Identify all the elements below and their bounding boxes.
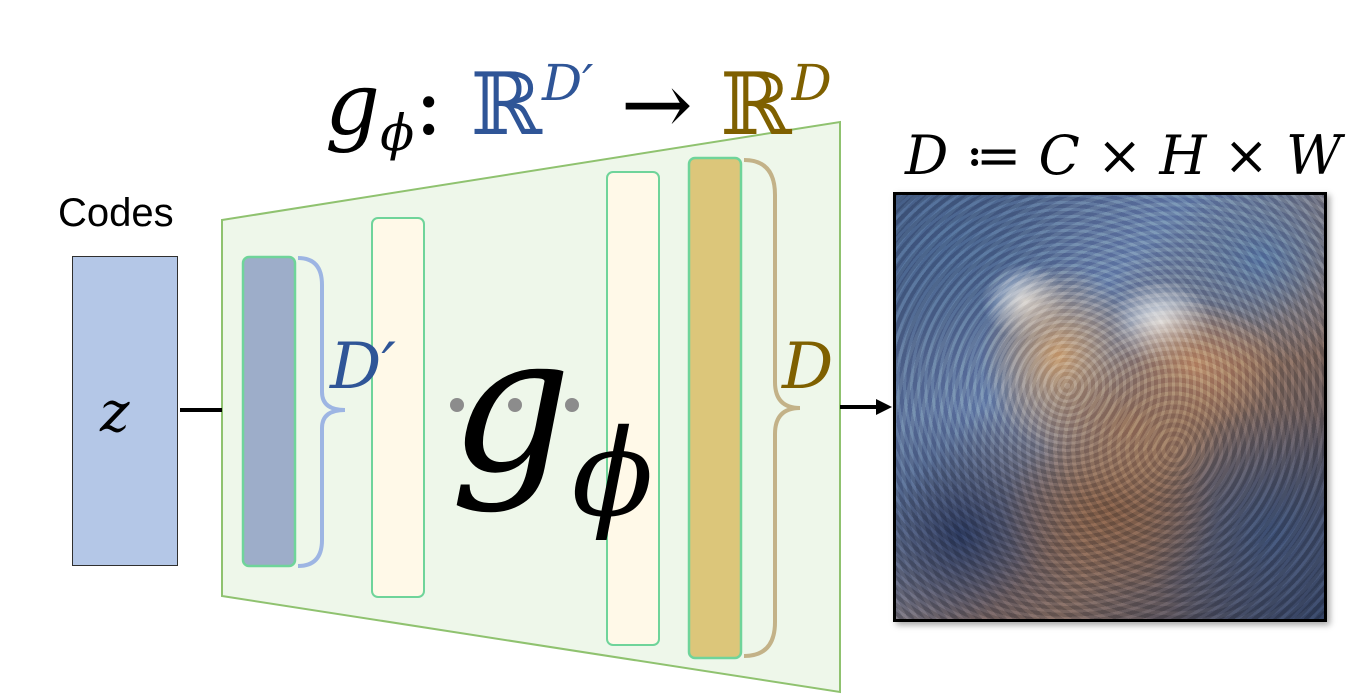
formula-codomain-exponent: D [791, 54, 832, 112]
formula-function: g [325, 55, 381, 155]
formula-function-subscript: ϕ [380, 104, 415, 162]
output-arrow-head [876, 399, 892, 415]
dim-channels: C [1038, 124, 1080, 187]
generated-image [893, 192, 1327, 622]
generated-image-texture [896, 195, 1324, 619]
generator-symbol-main: g [450, 294, 572, 515]
dimension-definition: D ≔ C × H × W [905, 120, 1342, 192]
dim-times-1: × [1096, 124, 1143, 187]
generator-symbol-subscript: ϕ [571, 405, 654, 544]
formula-domain-exponent: D′ [541, 54, 594, 112]
hidden-layer-1 [371, 217, 425, 598]
input-layer [241, 255, 297, 568]
code-box [72, 256, 178, 566]
formula-codomain-set: ℝ [720, 55, 792, 155]
formula-arrow: → [620, 55, 693, 155]
code-variable: z [100, 380, 130, 445]
dim-height: H [1159, 124, 1207, 187]
dim-define-op: ≔ [965, 124, 1022, 187]
output-layer [687, 156, 743, 660]
mapping-formula: gϕ: ℝD′ → ℝD [325, 28, 832, 162]
codes-label: Codes [58, 191, 174, 235]
formula-colon: : [414, 55, 444, 155]
ellipsis-dot-2 [508, 398, 522, 412]
generator-symbol: gϕ [450, 310, 653, 570]
formula-domain-set: ℝ [470, 55, 542, 155]
hidden-layer-2 [606, 171, 660, 646]
ellipsis-dot-3 [565, 398, 579, 412]
dim-lhs: D [905, 124, 949, 187]
input-dim-label: D′ [330, 330, 396, 404]
dim-times-2: × [1223, 124, 1269, 187]
output-dim-label: D [782, 330, 834, 404]
ellipsis-dot-1 [450, 398, 464, 412]
dim-width: W [1286, 124, 1342, 187]
input-dim-brace [297, 256, 346, 568]
output-dim-brace [743, 158, 801, 658]
